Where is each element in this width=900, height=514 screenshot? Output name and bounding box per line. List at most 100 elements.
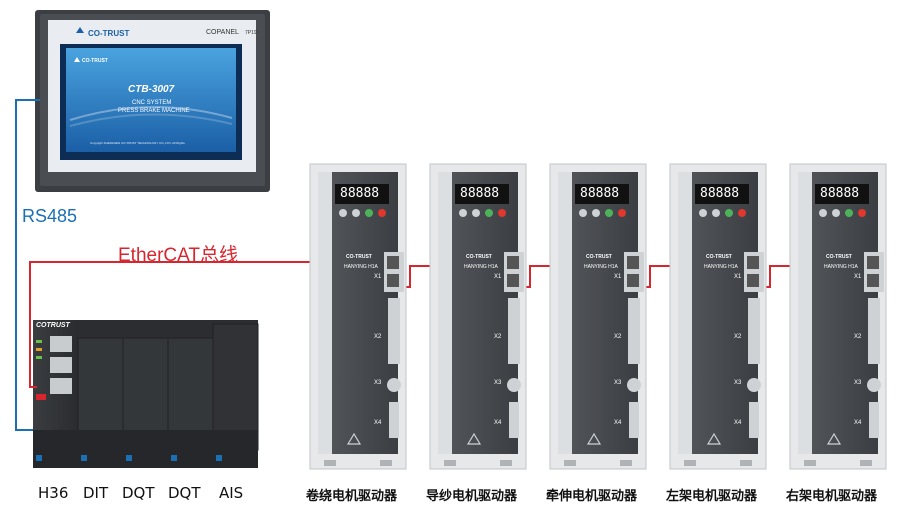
- drive-x3-port: [747, 378, 761, 392]
- drive-key-button: [605, 209, 613, 217]
- mount-slot: [860, 460, 872, 466]
- drive-port-label: X1: [614, 274, 622, 280]
- mount-slot: [684, 460, 696, 466]
- rs485-line: [15, 99, 40, 431]
- servo-drive: [669, 163, 767, 470]
- drive-x3-port: [867, 378, 881, 392]
- drive-x2-port: [748, 298, 760, 364]
- hmi-brand: CO-TRUST: [88, 29, 130, 38]
- drive-x2-port: [508, 298, 520, 364]
- servo-drive: [789, 163, 887, 470]
- drive-display-digits: 88888: [700, 186, 740, 201]
- drive-key-button: [592, 209, 600, 217]
- drive-x4-port: [389, 402, 399, 438]
- rs485-label: RS485: [22, 206, 78, 226]
- plc-module-label: AIS: [219, 484, 244, 502]
- drive-display-digits: 88888: [820, 186, 860, 201]
- hmi-model-sub: 7P19: [245, 30, 257, 36]
- drive-port-label: X1: [494, 274, 502, 280]
- drive-key-button: [485, 209, 493, 217]
- drive-heatsink: [798, 172, 812, 454]
- drive-key-button: [472, 209, 480, 217]
- mount-slot: [564, 460, 576, 466]
- drive-port-label: X3: [854, 380, 862, 386]
- drive-key-button: [858, 209, 866, 217]
- drive-port-label: X3: [374, 380, 382, 386]
- drive-brand: CO-TRUST: [826, 254, 852, 260]
- drive-x1-jack-in: [627, 256, 639, 269]
- plc-module-label: DQT: [168, 484, 201, 502]
- drive-port-label: X4: [734, 420, 742, 426]
- drive-x1-jack-out: [627, 274, 639, 287]
- drive-x1-jack-out: [507, 274, 519, 287]
- servo-drive: [549, 163, 647, 470]
- drive-key-button: [712, 209, 720, 217]
- drive-brand: CO-TRUST: [466, 254, 492, 260]
- drive-x1-jack-in: [507, 256, 519, 269]
- drive-port-label: X2: [494, 334, 502, 340]
- drives-layer: [309, 163, 887, 470]
- drive-display: [335, 184, 389, 204]
- drive-key-button: [845, 209, 853, 217]
- drive-port-label: X4: [854, 420, 862, 426]
- drive-key-button: [459, 209, 467, 217]
- plc-module-label: DIT: [83, 484, 109, 502]
- drive-model: HANYING H1A: [704, 264, 738, 270]
- screen-title: CTB-3007: [128, 84, 175, 95]
- drive-model: HANYING H1A: [824, 264, 858, 270]
- drive-display-digits: 88888: [580, 186, 620, 201]
- drive-x2-port: [628, 298, 640, 364]
- screen-line-2: PRESS BRAKE MACHINE: [118, 108, 190, 114]
- plc-brand: COTRUST: [36, 322, 70, 329]
- drive-port-label: X2: [374, 334, 382, 340]
- drive-port-label: X4: [614, 420, 622, 426]
- mount-slot: [740, 460, 752, 466]
- drive-model: HANYING H1A: [584, 264, 618, 270]
- drive-label: 右架电机驱动器: [786, 489, 878, 504]
- mount-slot: [380, 460, 392, 466]
- drive-port-label: X2: [854, 334, 862, 340]
- drive-label: 导纱电机驱动器: [426, 489, 518, 504]
- drive-key-button: [378, 209, 386, 217]
- screen-footer: Copyright SHENZHEN CO-TRUST TECHNOLOGY C…: [90, 141, 185, 145]
- drive-x1-jack-in: [867, 256, 879, 269]
- drive-label: 牵伸电机驱动器: [546, 489, 638, 504]
- drive-port-label: X2: [734, 334, 742, 340]
- hmi-panel: [35, 10, 270, 192]
- mount-slot: [500, 460, 512, 466]
- drive-x1-jack-in: [387, 256, 399, 269]
- plc-rack: [33, 320, 259, 468]
- mount-slot: [620, 460, 632, 466]
- drive-key-button: [738, 209, 746, 217]
- hmi-model-tag: COPANEL: [206, 29, 239, 36]
- drive-label: 左架电机驱动器: [666, 489, 758, 504]
- servo-drive: [309, 163, 407, 470]
- drive-label: 卷绕电机驱动器: [306, 489, 398, 504]
- plc-module-label: H36: [38, 484, 69, 502]
- drive-brand: CO-TRUST: [346, 254, 372, 260]
- drive-key-button: [352, 209, 360, 217]
- drive-x2-port: [388, 298, 400, 364]
- screen-line-1: CNC SYSTEM: [132, 100, 172, 106]
- drive-display: [695, 184, 749, 204]
- ethercat-label: EtherCAT总线: [118, 245, 239, 266]
- drive-heatsink: [438, 172, 452, 454]
- drive-key-button: [699, 209, 707, 217]
- plc-module-label: DQT: [122, 484, 155, 502]
- drive-heatsink: [318, 172, 332, 454]
- mount-slot: [324, 460, 336, 466]
- drive-port-label: X4: [374, 420, 382, 426]
- drive-x4-port: [869, 402, 879, 438]
- drive-x1-jack-out: [867, 274, 879, 287]
- drive-port-label: X1: [854, 274, 862, 280]
- drive-brand: CO-TRUST: [706, 254, 732, 260]
- warning-icon: [826, 432, 842, 445]
- drive-x1-jack-in: [747, 256, 759, 269]
- mount-slot: [444, 460, 456, 466]
- drive-port-label: X1: [374, 274, 382, 280]
- drive-key-button: [725, 209, 733, 217]
- drive-x1-jack-out: [387, 274, 399, 287]
- drive-port-label: X3: [614, 380, 622, 386]
- warning-icon: [466, 432, 482, 445]
